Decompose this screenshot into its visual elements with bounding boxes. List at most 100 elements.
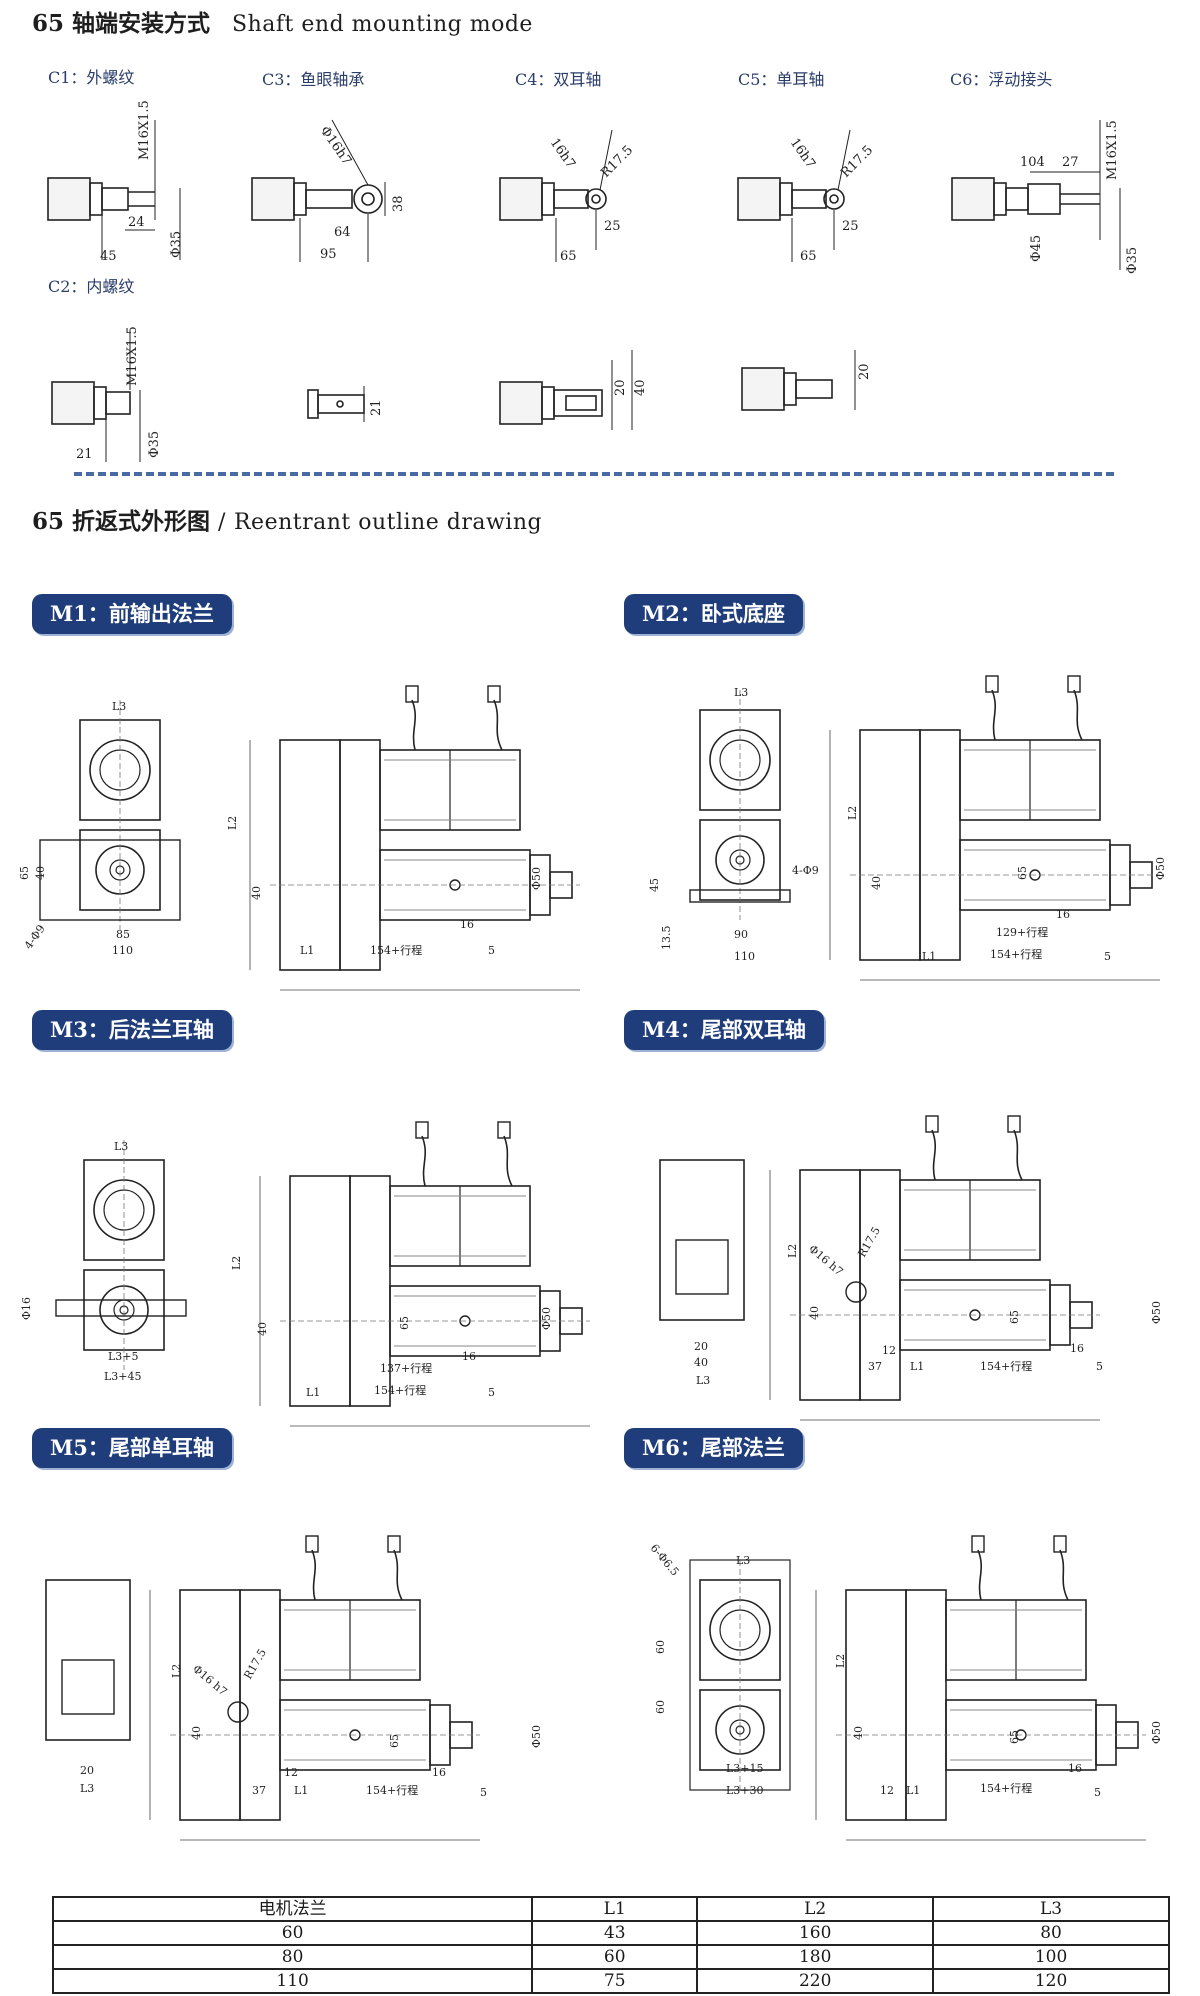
c4-dim-16h7: 16h7 xyxy=(547,136,578,172)
m2-dim-9: Φ50 xyxy=(1154,857,1167,880)
m2-dim-11: 129+行程 xyxy=(996,926,1048,939)
m4-dim-3: L2 xyxy=(786,1244,799,1258)
m6-dim-4: L3+15 xyxy=(726,1762,764,1775)
label-c2: C2：内螺纹 xyxy=(48,277,135,296)
drawing-c5 xyxy=(737,129,851,262)
m1-dim-5: 110 xyxy=(112,944,133,957)
m4-dim-8: Φ50 xyxy=(1150,1301,1163,1324)
m2-dim-14: 5 xyxy=(1104,950,1111,963)
m5-dim-6: 65 xyxy=(388,1734,401,1748)
label-c3: C3：鱼眼轴承 xyxy=(262,70,365,89)
section1-title-en: Shaft end mounting mode xyxy=(232,12,533,37)
m3-dim-8: 16 xyxy=(462,1350,476,1363)
c2-dim-dia: Φ35 xyxy=(147,431,162,458)
label-c1: C1：外螺纹 xyxy=(48,68,135,87)
m4-dim-1: 40 xyxy=(694,1356,708,1369)
c4-dim-r: R17.5 xyxy=(598,143,636,181)
label-c5: C5：单耳轴 xyxy=(738,70,825,89)
m5-dim-2: L2 xyxy=(170,1664,183,1678)
m1-dim-0: L3 xyxy=(112,700,126,713)
m2-dim-4: 110 xyxy=(734,950,755,963)
m3-dim-4: L2 xyxy=(230,1256,243,1270)
drawing-c6 xyxy=(951,120,1121,270)
drawing-m6: 6-Φ6.5 L3 60 60 L3+15 L3+30 L2 40 65 Φ50… xyxy=(648,1535,1163,1841)
drawing-m1: L3 65 40 4-Φ9 85 110 L2 40 L1 154+行程 5 1… xyxy=(18,685,581,991)
m3-dim-1: Φ16 xyxy=(20,1297,33,1320)
section-divider xyxy=(74,472,1114,476)
m6-dim-3: 60 xyxy=(654,1700,667,1714)
table-row: 110 75 220 120 xyxy=(51,1968,1170,1994)
m2-dim-8: 65 xyxy=(1016,866,1029,880)
c1-dim-24: 24 xyxy=(128,215,145,230)
m1-dim-4: 85 xyxy=(116,928,130,941)
table-header-cell: 电机法兰 xyxy=(51,1896,534,1922)
section2-title: 65 折返式外形图 / Reentrant outline drawing xyxy=(32,502,542,536)
model-m4-pill: M4：尾部双耳轴 xyxy=(624,1010,824,1050)
table-cell: 75 xyxy=(531,1968,699,1994)
section2-num: 65 xyxy=(32,508,65,535)
table-cell: 180 xyxy=(696,1944,935,1970)
c6-dim-27: 27 xyxy=(1062,155,1079,170)
m1-dim-1: 65 xyxy=(18,866,31,880)
m5-dim-10: 37 xyxy=(252,1784,266,1797)
drawing-c4 xyxy=(499,129,613,262)
c2-dim-thread: M16X1.5 xyxy=(125,326,140,386)
m6-dim-2: 60 xyxy=(654,1640,667,1654)
m6-dim-7: 40 xyxy=(852,1726,865,1740)
m3-dim-6: 65 xyxy=(398,1316,411,1330)
c5-dim-25: 25 xyxy=(842,219,859,234)
label-c4: C4：双耳轴 xyxy=(515,70,602,89)
m5-dim-5: 40 xyxy=(190,1726,203,1740)
m5-dim-4: R17.5 xyxy=(241,1647,269,1682)
m3-dim-9: 137+行程 xyxy=(380,1362,432,1375)
table-header-cell: L1 xyxy=(531,1896,699,1922)
m3-dim-5: 40 xyxy=(256,1322,269,1336)
m4-dim-4: Φ16 h7 xyxy=(806,1242,845,1278)
section2-title-cn: 折返式外形图 xyxy=(72,508,211,535)
m2-dim-3: 90 xyxy=(734,928,748,941)
drawing-c4b xyxy=(499,350,633,430)
m5-dim-9: 16 xyxy=(432,1766,446,1779)
m6-dim-11: 12 xyxy=(880,1784,894,1797)
model-m2-pill: M2：卧式底座 xyxy=(624,594,803,634)
drawing-c1 xyxy=(47,120,181,260)
m6-dim-1: L3 xyxy=(736,1554,750,1567)
m2-dim-1: 45 xyxy=(648,878,661,892)
m1-dim-2: 40 xyxy=(34,866,47,880)
c5b-dim-20: 20 xyxy=(857,363,872,380)
c2-dim-21: 21 xyxy=(76,447,93,462)
m2-dim-2: 13.5 xyxy=(660,926,673,951)
drawing-m4: 20 40 L3 L2 Φ16 h7 R17.5 40 65 Φ50 12 16… xyxy=(659,1115,1163,1421)
m1-dim-10: 5 xyxy=(488,944,495,957)
c3-dim-64: 64 xyxy=(334,225,351,240)
m4-dim-13: 154+行程 xyxy=(980,1360,1032,1373)
m3-dim-11: 154+行程 xyxy=(374,1384,426,1397)
m5-dim-8: 12 xyxy=(284,1766,298,1779)
drawing-c3 xyxy=(251,119,386,262)
m1-dim-12: Φ50 xyxy=(530,867,543,890)
model-m5-pill: M5：尾部单耳轴 xyxy=(32,1428,232,1468)
m5-dim-11: L1 xyxy=(294,1784,308,1797)
table-cell: 80 xyxy=(51,1944,534,1970)
m5-dim-7: Φ50 xyxy=(530,1725,543,1748)
m2-dim-13: 154+行程 xyxy=(990,948,1042,961)
m6-dim-0: 6-Φ6.5 xyxy=(648,1542,682,1579)
c3b-dim-21: 21 xyxy=(369,399,384,416)
drawing-c5b xyxy=(741,350,856,411)
m1-dim-7: 40 xyxy=(250,886,263,900)
table-cell: 110 xyxy=(51,1968,534,1994)
c1-dim-thread: M16X1.5 xyxy=(137,100,152,160)
c3-dim-38: 38 xyxy=(391,195,406,212)
m6-dim-6: L2 xyxy=(834,1654,847,1668)
m6-dim-8: 65 xyxy=(1008,1730,1021,1744)
m5-dim-1: L3 xyxy=(80,1782,94,1795)
table-cell: 43 xyxy=(531,1920,699,1946)
m3-dim-10: L1 xyxy=(306,1386,320,1399)
m2-dim-12: L1 xyxy=(922,950,936,963)
m3-dim-0: L3 xyxy=(114,1140,128,1153)
m2-dim-0: L3 xyxy=(734,686,748,699)
c5-dim-65: 65 xyxy=(800,249,817,264)
m1-dim-9: 154+行程 xyxy=(370,944,422,957)
table-cell: 160 xyxy=(696,1920,935,1946)
m4-dim-7: 65 xyxy=(1008,1310,1021,1324)
